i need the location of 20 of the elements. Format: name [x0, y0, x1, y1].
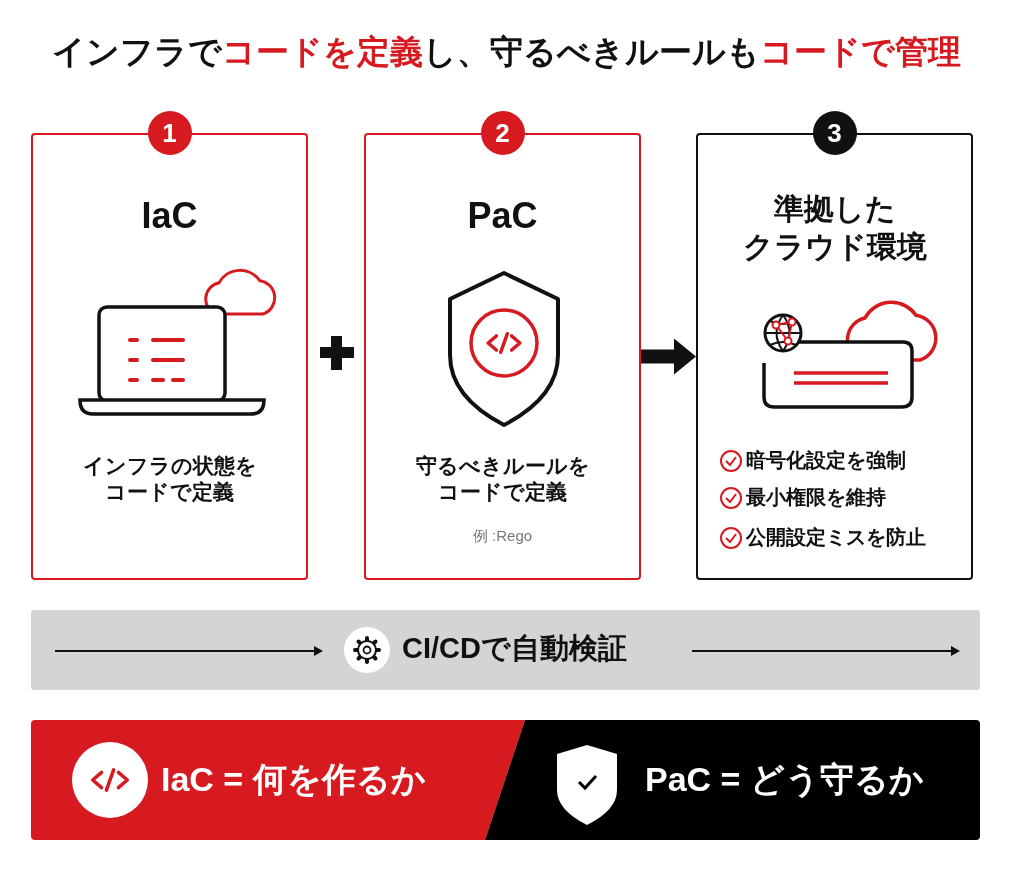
title: インフラでコードを定義し、守るべきルールもコードで管理 [50, 32, 962, 72]
banner-panel [485, 720, 980, 840]
arrow [641, 338, 696, 375]
banner-label: PaC = どう守るか [645, 759, 924, 800]
checklist-item: 最小権限を維持 [746, 485, 886, 510]
process-band [31, 610, 980, 690]
card-heading: 準拠したクラウド環境 [741, 191, 928, 265]
card-heading: PaC [466, 194, 539, 238]
banner-panel [31, 720, 525, 840]
card-description: インフラの状態をコードで定義 [81, 453, 258, 506]
card-heading: IaC [140, 194, 199, 238]
step-badge: 1 [147, 111, 192, 155]
example-note: 例 :Rego [471, 527, 534, 546]
band-label: CI/CDで自動検証 [402, 631, 627, 666]
card-description: 守るべきルールをコードで定義 [414, 453, 591, 506]
step-badge: 2 [480, 111, 525, 155]
checklist-item: 暗号化設定を強制 [746, 448, 906, 473]
banner-label: IaC = 何を作るか [161, 759, 426, 800]
checklist-item: 公開設定ミスを防止 [746, 525, 926, 550]
step-badge: 3 [812, 111, 857, 155]
